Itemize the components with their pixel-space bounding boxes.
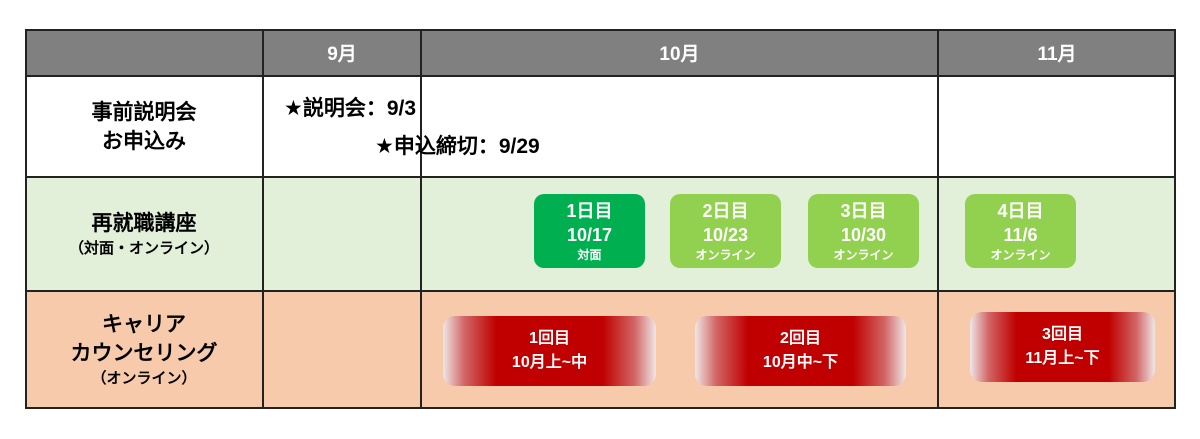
briefing-label-2: お申込み bbox=[102, 130, 186, 153]
grid-line bbox=[25, 30, 27, 408]
deadline-event: ★申込締切：9/29 bbox=[375, 135, 540, 158]
grid-line bbox=[25, 176, 1176, 178]
counseling-label: キャリア カウンセリング （オンライン） bbox=[70, 313, 218, 387]
month-sep: 9月 bbox=[327, 44, 357, 65]
briefing-event: ★説明会：9/3 bbox=[284, 97, 417, 120]
grid-line bbox=[937, 30, 939, 408]
briefing-label: 事前説明会 お申込み bbox=[25, 77, 263, 177]
month-oct: 10月 bbox=[659, 44, 700, 65]
header-row bbox=[25, 30, 1176, 75]
course-label: 再就職講座 （対面・オンライン） bbox=[25, 178, 263, 291]
briefing-label-1: 事前説明会 bbox=[91, 101, 197, 124]
grid-line bbox=[262, 30, 264, 408]
grid-line bbox=[25, 290, 1176, 292]
grid-line bbox=[25, 75, 1176, 77]
month-nov: 11月 bbox=[1037, 44, 1077, 65]
grid-line bbox=[25, 29, 1176, 31]
grid-line bbox=[420, 30, 422, 408]
grid-line bbox=[25, 407, 1176, 409]
course-label-2: （対面・オンライン） bbox=[68, 240, 219, 257]
course-label-1: 再就職講座 bbox=[91, 212, 197, 235]
grid-line bbox=[1174, 30, 1176, 408]
